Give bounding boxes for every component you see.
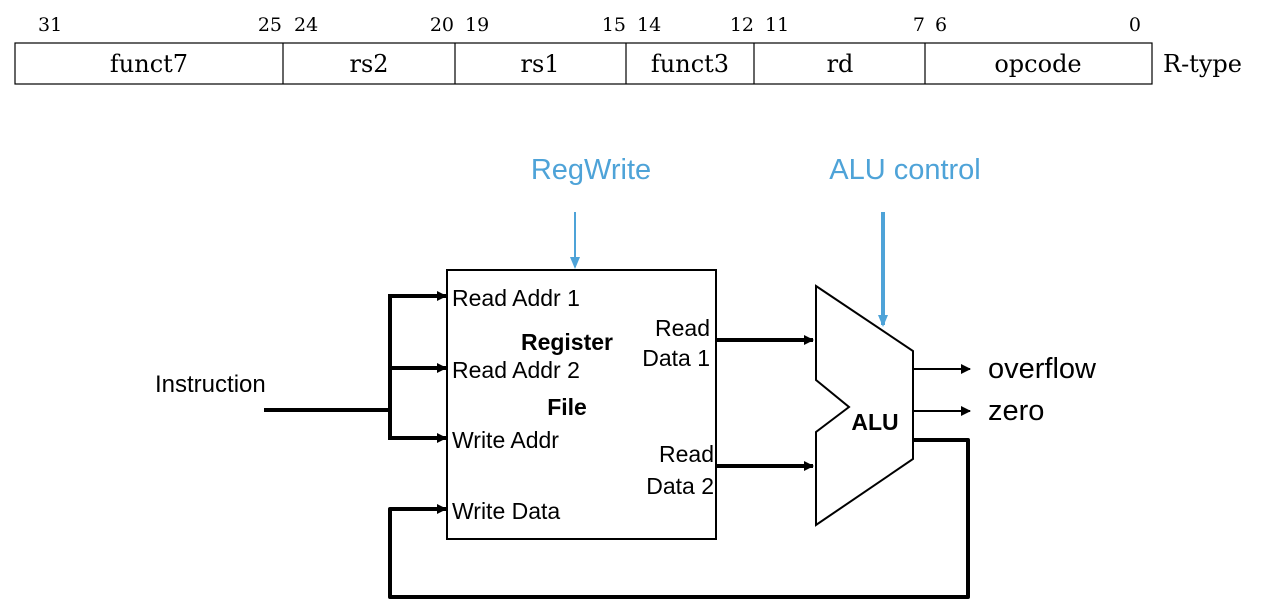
read-addr-2-label: Read Addr 2 — [452, 357, 580, 383]
bit-14: 14 — [637, 14, 661, 36]
field-rd: rd — [827, 50, 854, 78]
bit-6: 6 — [935, 14, 947, 36]
register-file: Read Addr 1 Read Addr 2 Write Addr Write… — [446, 269, 717, 540]
read-data-2-label-line2: Data 2 — [646, 473, 714, 499]
register-file-title-line1: Register — [521, 329, 613, 355]
write-data-label: Write Data — [452, 498, 560, 524]
zero-label: zero — [988, 395, 1044, 427]
bit-25: 25 — [258, 14, 282, 36]
register-file-box — [446, 269, 717, 540]
bit-20: 20 — [430, 14, 454, 36]
r-type-label: R-type — [1163, 50, 1242, 78]
overflow-label: overflow — [988, 353, 1097, 385]
alu-label: ALU — [851, 409, 898, 435]
instruction-bus — [264, 291, 447, 443]
alu-shape — [815, 284, 914, 527]
bit-19: 19 — [465, 14, 489, 36]
bit-31: 31 — [38, 14, 62, 36]
field-rs2: rs2 — [349, 50, 388, 78]
read-data-1-label-line2: Data 1 — [642, 345, 710, 371]
bit-0: 0 — [1129, 14, 1141, 36]
write-addr-label: Write Addr — [452, 427, 559, 453]
format-fields: funct7 rs2 rs1 funct3 rd opcode — [14, 42, 1153, 85]
field-rs1: rs1 — [520, 50, 559, 78]
field-funct7: funct7 — [110, 50, 188, 78]
instruction-format: 31 25 24 20 19 15 14 12 11 7 6 0 funct7 … — [14, 14, 1242, 85]
alu-control-label: ALU control — [829, 154, 981, 186]
instruction-label: Instruction — [155, 371, 266, 398]
field-opcode: opcode — [994, 50, 1081, 78]
bit-12: 12 — [730, 14, 754, 36]
alu: ALU — [815, 284, 914, 527]
read-data-1-label-line1: Read — [655, 315, 710, 341]
bit-7: 7 — [913, 14, 925, 36]
read-data-2-label-line1: Read — [659, 441, 714, 467]
read-addr-1-label: Read Addr 1 — [452, 285, 580, 311]
bit-24: 24 — [294, 14, 318, 36]
register-file-title-line2: File — [547, 394, 587, 420]
field-funct3: funct3 — [651, 50, 729, 78]
format-outline — [14, 42, 1153, 85]
alu-result-feedback-wire — [388, 438, 970, 599]
bit-15: 15 — [602, 14, 626, 36]
bit-11: 11 — [765, 14, 789, 36]
bit-numbers: 31 25 24 20 19 15 14 12 11 7 6 0 — [38, 14, 1141, 36]
regwrite-label: RegWrite — [531, 154, 651, 186]
